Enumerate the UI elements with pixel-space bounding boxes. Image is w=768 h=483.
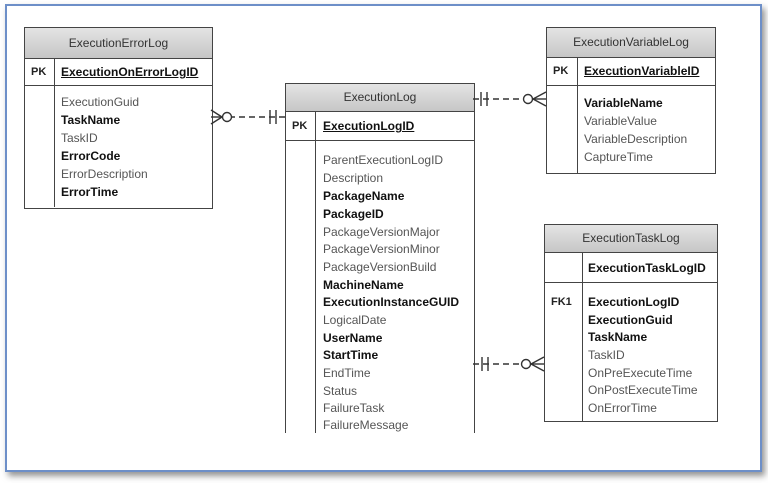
attribute: FailureTask <box>323 401 385 415</box>
attribute-list: ParentExecutionLogID Description Package… <box>286 141 474 433</box>
attribute: ExecutionGuid <box>588 313 673 327</box>
attribute: OnPostExecuteTime <box>588 383 698 397</box>
attribute: ErrorCode <box>61 149 121 163</box>
pk-row: PK ExecutionLogID <box>286 112 474 141</box>
attribute: ErrorTime <box>61 185 119 199</box>
attribute-list: ExecutionGuid TaskName TaskID ErrorCode … <box>25 86 212 207</box>
pk-label: PK <box>31 66 47 78</box>
entity-title: ExecutionTaskLog <box>545 225 717 253</box>
pk-row: ExecutionTaskLogID <box>545 253 717 283</box>
attribute: Status <box>323 384 358 398</box>
attribute: VariableValue <box>584 114 657 128</box>
attribute: UserName <box>323 331 383 345</box>
attribute: StartTime <box>323 348 379 362</box>
attribute: TaskID <box>588 348 625 362</box>
pk-label: PK <box>292 120 308 132</box>
attribute: ErrorDescription <box>61 167 148 181</box>
pk-field: ExecutionOnErrorLogID <box>61 65 199 79</box>
attribute: Description <box>323 171 384 185</box>
entity-execution-variable-log: ExecutionVariableLog PK ExecutionVariabl… <box>546 27 716 174</box>
attribute: PackageVersionMajor <box>323 225 440 239</box>
entity-title: ExecutionLog <box>286 84 474 112</box>
entity-title: ExecutionVariableLog <box>547 28 715 58</box>
pk-row: PK ExecutionOnErrorLogID <box>25 59 212 86</box>
attribute: MachineName <box>323 278 404 292</box>
attribute: VariableName <box>584 96 663 110</box>
relationship-variable-log <box>473 91 547 107</box>
entity-execution-error-log: ExecutionErrorLog PK ExecutionOnErrorLog… <box>24 27 213 209</box>
attribute: CaptureTime <box>584 150 653 164</box>
attribute: TaskName <box>588 330 648 344</box>
attribute: LogicalDate <box>323 313 387 327</box>
entity-execution-log: ExecutionLog PK ExecutionLogID ParentExe… <box>285 83 475 433</box>
attribute: VariableDescription <box>584 132 688 146</box>
attribute: EndTime <box>323 366 371 380</box>
attribute: TaskID <box>61 131 98 145</box>
relationship-error-log <box>210 109 285 125</box>
attribute: FailureMessage <box>323 418 409 432</box>
entity-title: ExecutionErrorLog <box>25 28 212 59</box>
pk-field: ExecutionVariableID <box>584 64 700 78</box>
attribute: PackageVersionMinor <box>323 242 440 256</box>
attribute: ParentExecutionLogID <box>323 153 444 167</box>
attribute: TaskName <box>61 113 121 127</box>
attribute: ExecutionInstanceGUID <box>323 295 460 309</box>
attribute: PackageName <box>323 189 405 203</box>
relationship-task-log <box>473 356 545 372</box>
pk-field: ExecutionTaskLogID <box>588 261 706 275</box>
attribute: ExecutionLogID <box>588 295 680 309</box>
pk-field: ExecutionLogID <box>323 119 415 133</box>
attribute: OnPreExecuteTime <box>588 366 693 380</box>
attribute: PackageVersionBuild <box>323 260 437 274</box>
pk-row: PK ExecutionVariableID <box>547 58 715 86</box>
fk-label: FK1 <box>551 296 572 308</box>
attribute: ExecutionGuid <box>61 95 140 109</box>
attribute-list: FK1 ExecutionLogID ExecutionGuid TaskNam… <box>545 283 717 421</box>
entity-execution-task-log: ExecutionTaskLog ExecutionTaskLogID FK1 … <box>544 224 718 422</box>
attribute-list: VariableName VariableValue VariableDescr… <box>547 86 715 173</box>
attribute: PackageID <box>323 207 384 221</box>
attribute: OnErrorTime <box>588 401 657 415</box>
pk-label: PK <box>553 65 569 77</box>
